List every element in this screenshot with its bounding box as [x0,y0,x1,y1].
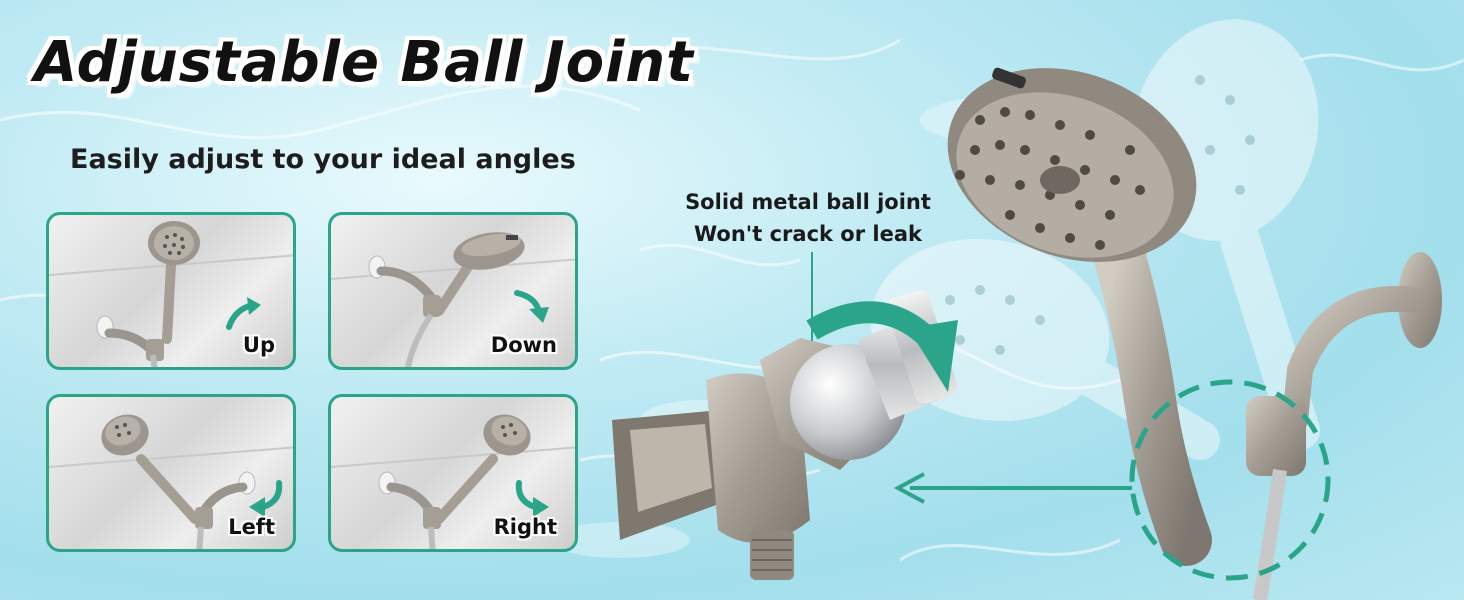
rotation-arrow-icon [806,301,938,349]
panel-label-down: Down [490,333,557,357]
shower-left-illustration [49,414,293,549]
panel-label-left: Left [228,515,275,539]
callout-line-2: Won't crack or leak [694,222,922,246]
panel-label-up: Up [242,333,275,357]
arrow-right-icon [515,480,549,517]
ghost-shower-head-top [1131,19,1320,450]
shower-up-illustration [49,221,293,367]
ghost-shower-head-left [870,238,1220,460]
page-title: Adjustable Ball Joint [34,30,694,95]
panel-right: Right [328,394,578,552]
arrow-up-icon [226,297,261,330]
shower-down-illustration [331,232,575,367]
subtitle: Easily adjust to your ideal angles [70,144,576,175]
panel-up: Up [46,212,296,370]
panel-left: Left [46,394,296,552]
arrow-down-icon [514,290,549,323]
ball-joint-closeup [612,290,958,580]
callout-line-1: Solid metal ball joint [685,190,931,214]
highlight-circle [1129,379,1331,581]
panel-label-right: Right [493,515,557,539]
callout: Solid metal ball joint Won't crack or le… [678,186,938,250]
arrow-left-icon [249,480,283,517]
shower-right-illustration [331,414,575,549]
panel-down: Down [328,212,578,370]
